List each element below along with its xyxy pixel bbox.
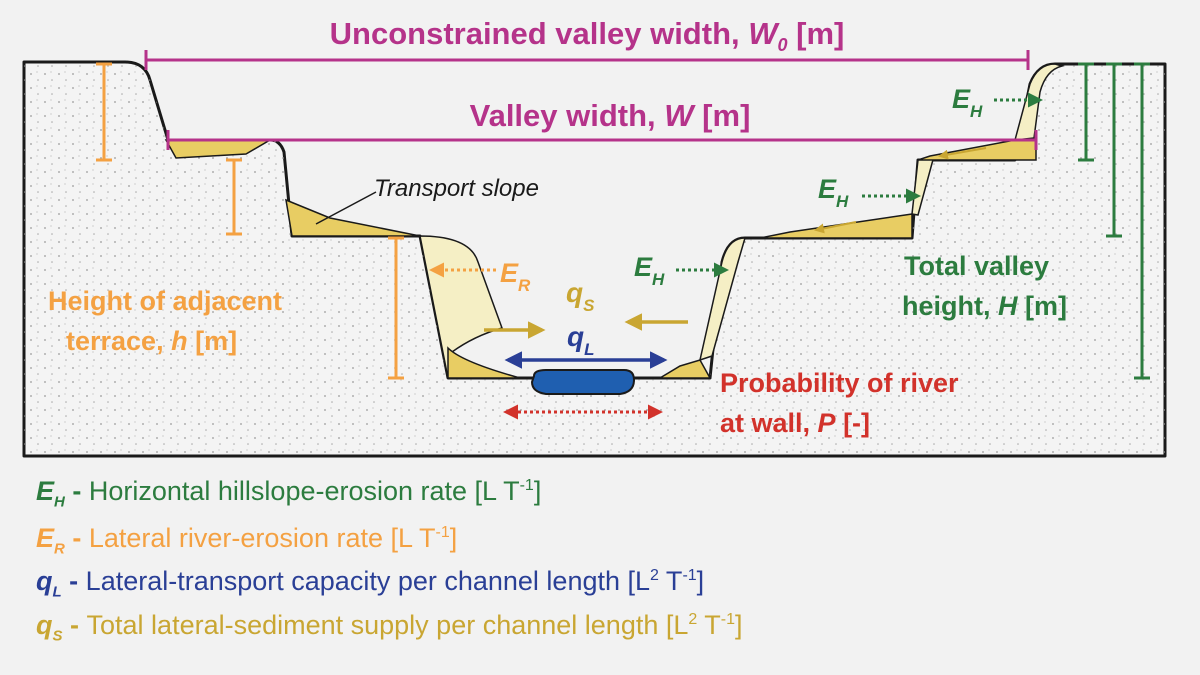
eroded-wall-right	[698, 237, 747, 362]
transport-arrow-mid	[814, 221, 857, 234]
total-height-bars	[1078, 62, 1150, 380]
total-height-label: Total valley height, H [m]	[902, 251, 1067, 321]
ql-label: qL	[567, 321, 595, 359]
legend-text: Horizontal hillslope-erosion rate [L T	[88, 476, 520, 506]
eh-label-upper: EH	[952, 84, 983, 121]
terrace-height-bars	[96, 62, 404, 380]
legend-symbol: qL	[36, 566, 62, 601]
legend-symbol: EH	[36, 476, 65, 511]
legend-text: Lateral river-erosion rate [L T	[88, 523, 436, 553]
legend-item: EH - Horizontal hillslope-erosion rate […	[36, 476, 542, 511]
legend-symbol: qS	[36, 610, 63, 645]
legend-item: qL - Lateral-transport capacity per chan…	[36, 566, 705, 601]
w0-label: Unconstrained valley width, W0 [m]	[330, 16, 845, 55]
legend-text: Total lateral-sediment supply per channe…	[86, 610, 689, 640]
transport-slope-leader	[315, 191, 377, 225]
er-label: ER	[500, 258, 531, 295]
sediment-channel-right	[657, 359, 712, 379]
w-dimension	[166, 130, 1038, 150]
w-label: Valley width, W [m]	[470, 98, 751, 133]
eh-label-lower: EH	[634, 252, 665, 289]
legend-item: qS - Total lateral-sediment supply per c…	[36, 610, 743, 645]
probability-label: Probability of river at wall, P [-]	[720, 368, 966, 438]
transport-slope-label: Transport slope	[374, 175, 539, 202]
terrace-height-label: Height of adjacent terrace, h [m]	[48, 286, 290, 356]
sediment-channel-left	[447, 346, 521, 379]
river-channel	[530, 369, 636, 395]
sediment-left-mid	[285, 198, 421, 237]
eh-label-mid: EH	[818, 174, 849, 211]
transport-arrow-upper	[938, 147, 987, 160]
qs-label: qS	[566, 277, 595, 315]
legend-item: ER - Lateral river-erosion rate [L T-1]	[36, 523, 458, 558]
legend-symbol: ER	[36, 523, 65, 558]
w0-dimension	[144, 50, 1030, 70]
legend-text: Lateral-transport capacity per channel l…	[85, 566, 651, 596]
